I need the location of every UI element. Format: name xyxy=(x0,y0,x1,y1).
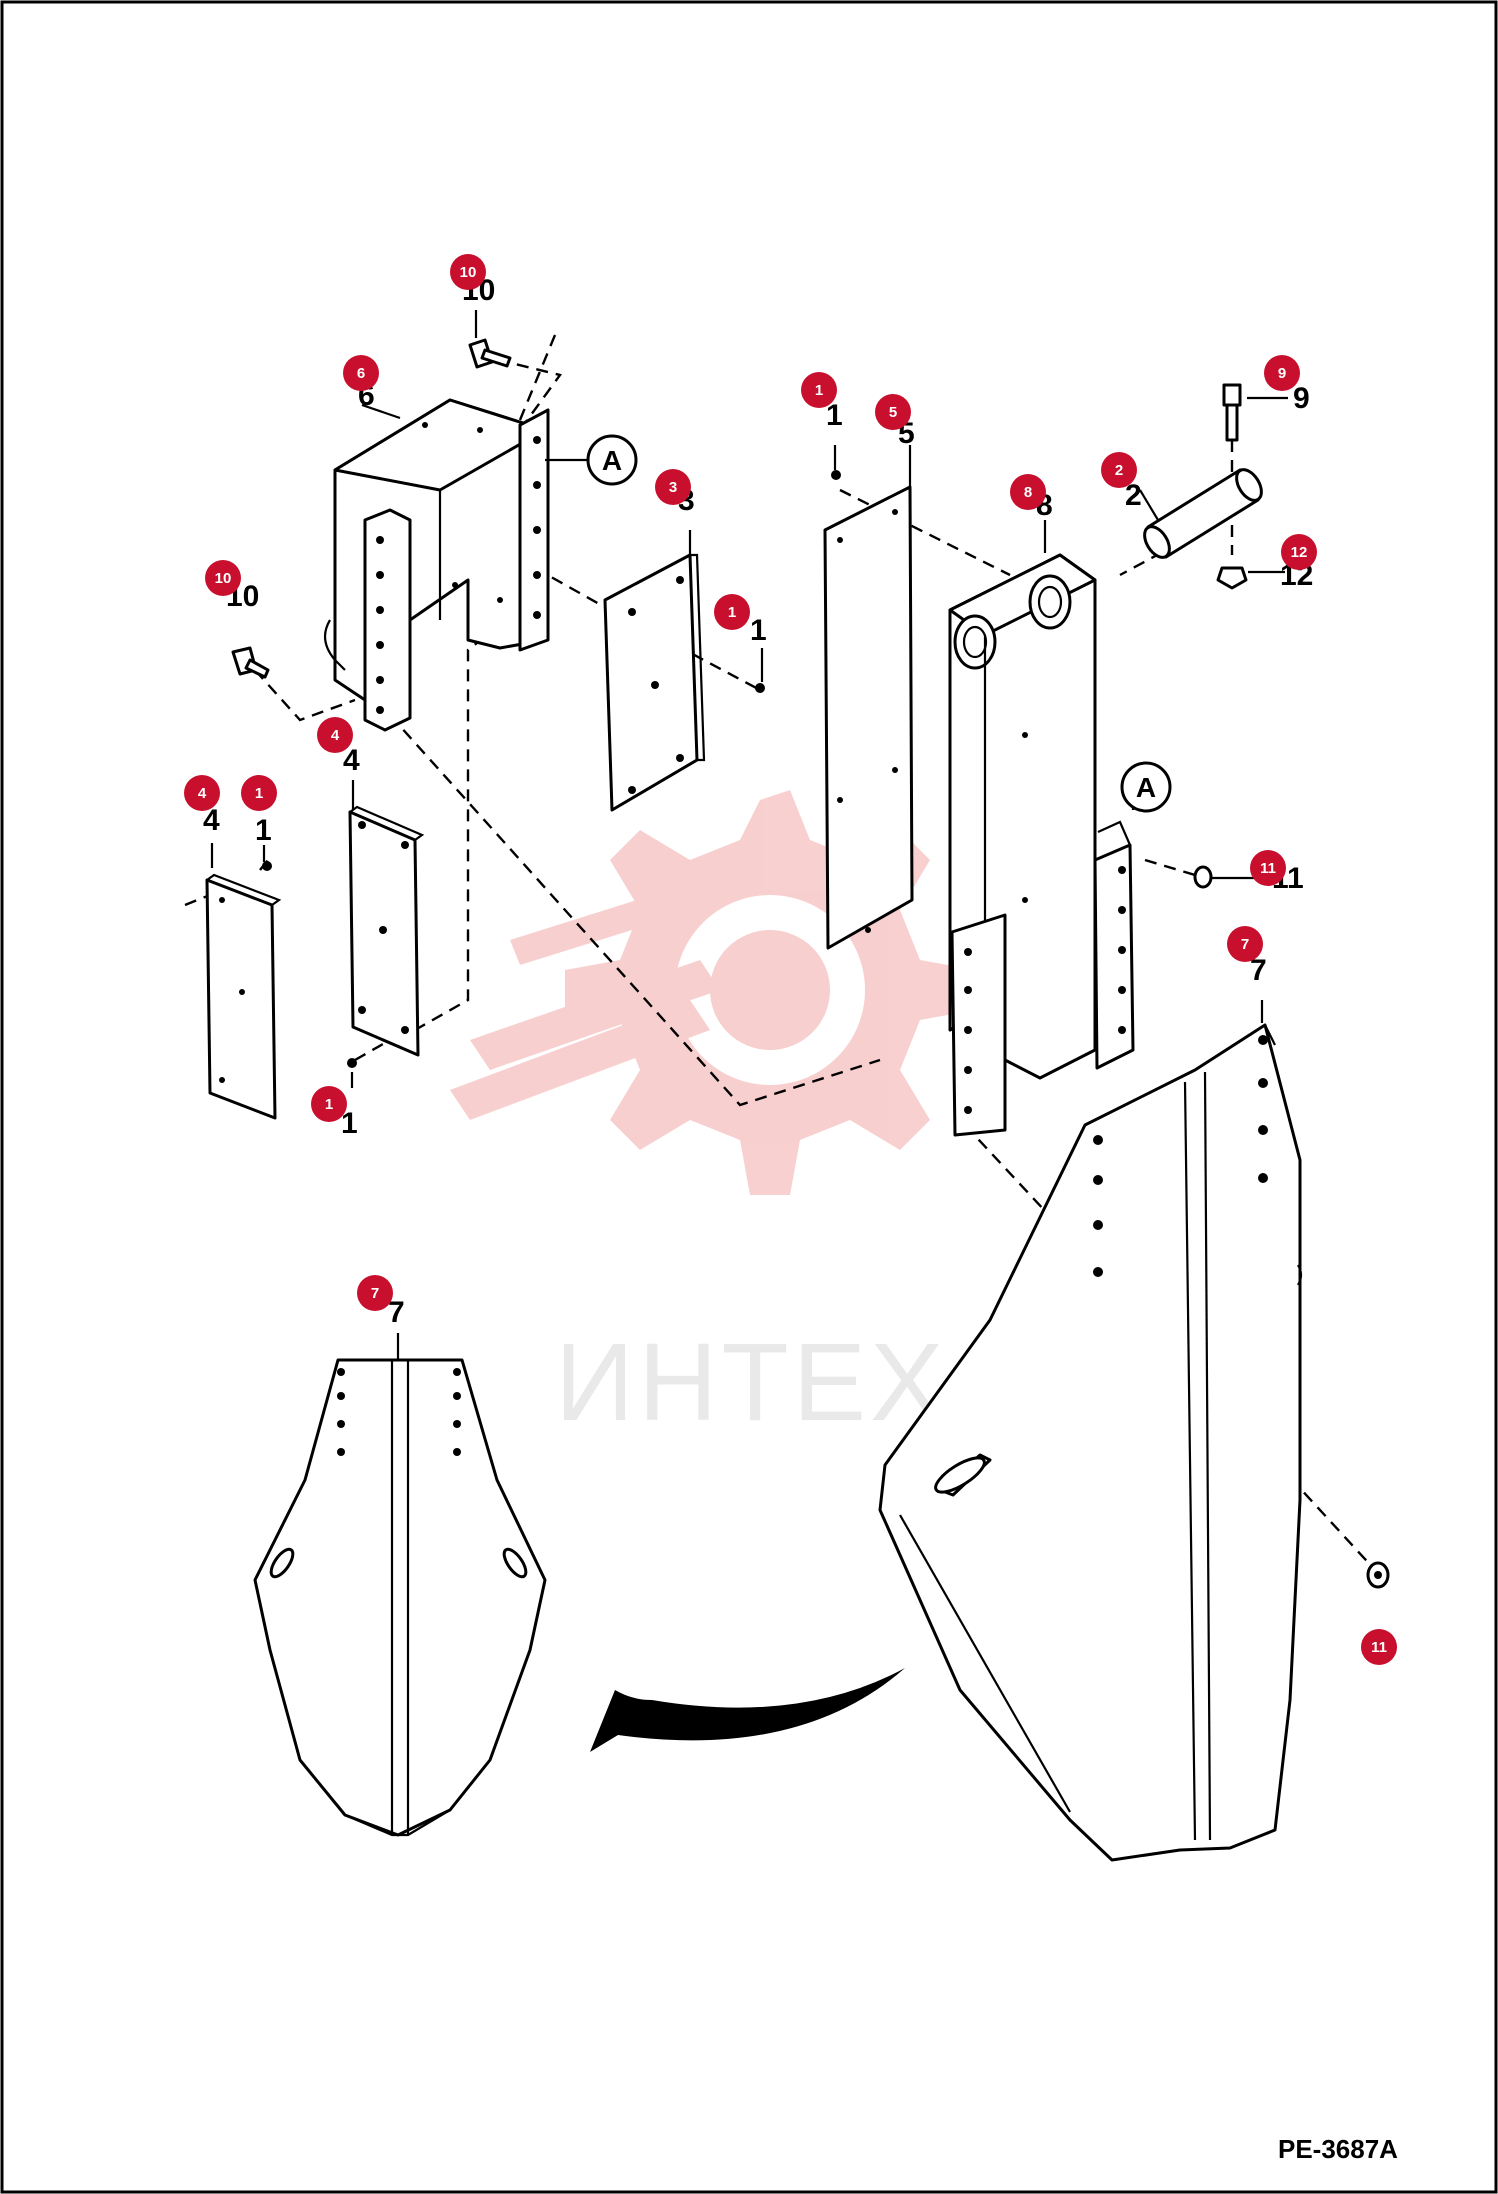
callout-badge: 7 xyxy=(1227,926,1263,962)
callout-label: 1 xyxy=(815,382,823,399)
part-10-bolt-upper xyxy=(468,338,512,369)
leader-lines xyxy=(210,310,1288,1360)
part-4-plate-right xyxy=(348,805,425,1057)
part-6-bracket xyxy=(323,398,550,732)
svg-text:A: A xyxy=(1136,772,1156,803)
reference-mark-a-lower: A xyxy=(1120,761,1172,813)
part-number: 9 xyxy=(1293,382,1310,415)
callout-badge: 7 xyxy=(357,1275,393,1311)
part-4-plate-left xyxy=(205,873,282,1120)
callout-badge: 12 xyxy=(1281,534,1317,570)
callout-badge: 9 xyxy=(1264,355,1300,391)
callout-badge: 1 xyxy=(311,1086,347,1122)
callout-badge: 1 xyxy=(801,372,837,408)
part-2-pin xyxy=(1143,468,1263,559)
part-number: 1 xyxy=(341,1107,358,1140)
callout-label: 10 xyxy=(215,570,232,587)
callout-badge: 4 xyxy=(317,717,353,753)
callout-badge: 3 xyxy=(655,469,691,505)
callout-label: 4 xyxy=(198,785,207,802)
callout-label: 5 xyxy=(889,404,897,421)
callout-label: 10 xyxy=(460,264,477,281)
callout-label: 1 xyxy=(255,785,263,802)
part-number: 1 xyxy=(255,814,272,847)
callout-label: 7 xyxy=(371,1285,379,1302)
callout-badge: 4 xyxy=(184,775,220,811)
part-12-nut xyxy=(1216,566,1248,590)
callout-label: 6 xyxy=(357,365,365,382)
part-10-bolt-left xyxy=(231,646,270,679)
callout-label: 12 xyxy=(1291,544,1308,561)
part-7-blade-large xyxy=(878,1023,1303,1862)
callout-label: 9 xyxy=(1278,365,1286,382)
callout-label: 11 xyxy=(1260,860,1276,877)
callout-badge: 11 xyxy=(1250,850,1286,886)
svg-text:A: A xyxy=(602,445,622,476)
part-number: 1 xyxy=(750,614,767,647)
callout-label: 8 xyxy=(1024,484,1032,501)
watermark-text: ИНТЕХ xyxy=(555,1321,947,1444)
part-1-screws xyxy=(262,470,841,1068)
reference-mark-a-upper: A xyxy=(586,434,638,486)
part-3-plate xyxy=(603,553,706,812)
part-7-blade-small xyxy=(253,1358,547,1837)
callout-badge: 6 xyxy=(343,355,379,391)
part-number: 1 xyxy=(826,399,843,432)
callout-label: 11 xyxy=(1371,1639,1387,1656)
part-number: 7 xyxy=(388,1296,405,1329)
part-number: 4 xyxy=(203,804,220,837)
callout-badge: 1 xyxy=(714,594,750,630)
callout-badge: 10 xyxy=(450,254,486,290)
callout-label: 7 xyxy=(1241,936,1249,953)
callout-badge: 10 xyxy=(205,560,241,596)
part-number: 4 xyxy=(343,744,360,777)
callout-label: 1 xyxy=(325,1096,333,1113)
part-8-arm xyxy=(948,553,1135,1137)
drawing-code: PE-3687A xyxy=(1278,2134,1398,2164)
callout-label: 1 xyxy=(728,604,736,621)
part-11-nut-upper xyxy=(1193,865,1213,889)
callout-label: 2 xyxy=(1115,462,1123,479)
part-number: 2 xyxy=(1125,479,1142,512)
callout-badge: 8 xyxy=(1010,474,1046,510)
part-number: 7 xyxy=(1250,954,1267,987)
rotation-arrow-icon xyxy=(590,1668,905,1752)
callout-badge: 1 xyxy=(241,775,277,811)
callout-badge: 2 xyxy=(1101,452,1137,488)
part-5-long-plate xyxy=(823,485,914,950)
callout-label: 3 xyxy=(669,479,677,496)
callout-label: 4 xyxy=(331,727,340,744)
part-9-bolt xyxy=(1222,383,1242,442)
callout-badge: 5 xyxy=(875,394,911,430)
part-11-nut-lower xyxy=(1366,1561,1390,1589)
callout-badge: 11 xyxy=(1361,1629,1397,1665)
